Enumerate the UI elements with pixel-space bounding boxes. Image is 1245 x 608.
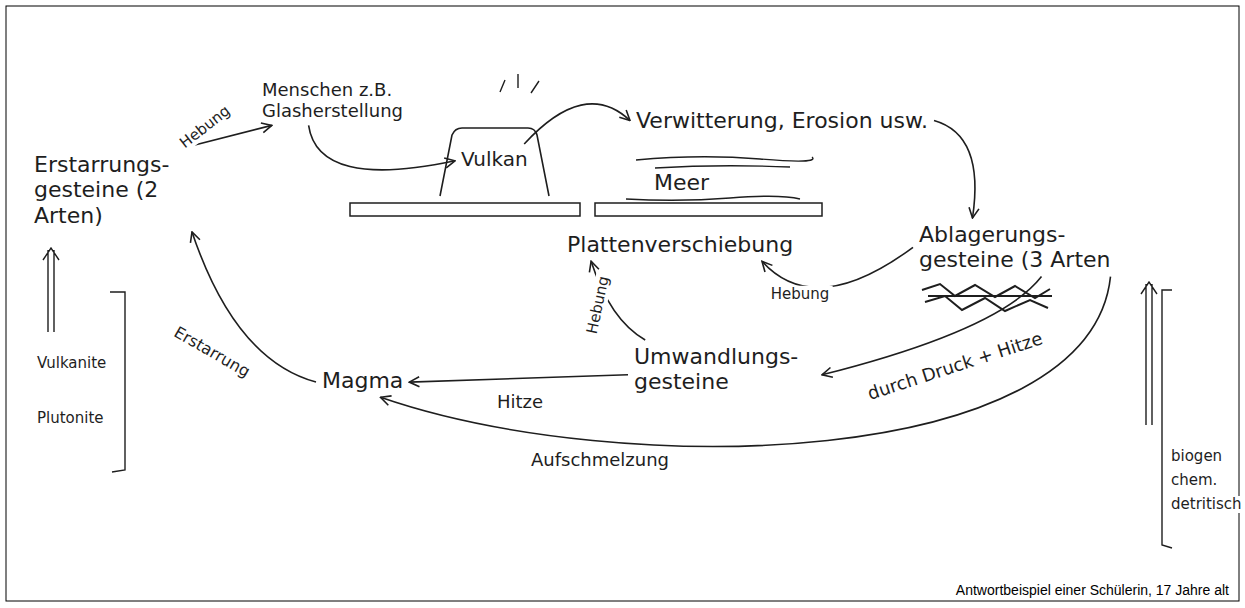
frame	[6, 6, 1239, 601]
concept-node: Meer	[650, 168, 713, 197]
concept-text: Verwitterung, Erosion usw.	[636, 108, 928, 133]
type-label: chem.	[1168, 472, 1220, 489]
concept-text: Erstarrungs- gesteine (2 Arten)	[34, 152, 206, 228]
process-arrow	[822, 277, 1042, 375]
sea-waves	[636, 157, 813, 168]
concept-node: Umwandlungs- gesteine	[630, 342, 820, 397]
concept-text: Ablagerungs- gesteine (3 Arten	[919, 222, 1141, 273]
plate	[350, 203, 580, 216]
process-arrow	[309, 125, 455, 169]
concept-text: Plattenverschiebung	[567, 232, 793, 257]
bracket	[110, 292, 125, 472]
concept-text: Vulkan	[461, 148, 528, 171]
process-arrow	[934, 121, 975, 218]
concept-node: Plattenverschiebung	[563, 230, 797, 259]
concept-node: Erstarrungs- gesteine (2 Arten)	[30, 150, 210, 230]
type-label: biogen	[1168, 448, 1225, 465]
arrow-label: Hebung	[768, 286, 833, 303]
type-label: detritisch	[1168, 496, 1245, 513]
concept-node: Magma	[318, 366, 407, 395]
arrow-label: Aufschmelzung	[528, 450, 672, 470]
arrow-label: Hebung	[583, 272, 613, 339]
volcano-smoke	[500, 74, 539, 93]
double-arrow	[43, 248, 59, 332]
concept-text: Magma	[322, 368, 403, 393]
type-label: Plutonite	[34, 410, 107, 427]
concept-node: Vulkan	[457, 146, 532, 173]
concept-node: Ablagerungs- gesteine (3 Arten	[915, 220, 1145, 275]
arrow-label: Hitze	[494, 392, 546, 412]
double-arrow	[1141, 282, 1157, 425]
type-label: Vulkanite	[34, 355, 109, 372]
concept-text: Menschen z.B. Glasherstellung	[262, 80, 484, 121]
crossed-out-scribble	[922, 284, 1052, 311]
arrow-label: Hebung	[174, 101, 235, 154]
concept-text: Umwandlungs- gesteine	[634, 344, 816, 395]
arrow-label: durch Druck + Hitze	[862, 327, 1047, 404]
process-arrow	[381, 277, 1111, 447]
volcano-outline	[440, 128, 549, 196]
concept-node: Menschen z.B. Glasherstellung	[258, 78, 488, 123]
concept-text: Meer	[654, 170, 709, 195]
process-arrow	[409, 375, 628, 382]
caption: Antwortbeispiel einer Schülerin, 17 Jahr…	[956, 582, 1229, 598]
concept-node: Verwitterung, Erosion usw.	[632, 106, 932, 135]
sea-waves	[626, 196, 800, 200]
process-arrow	[524, 104, 630, 144]
plate	[595, 203, 822, 216]
